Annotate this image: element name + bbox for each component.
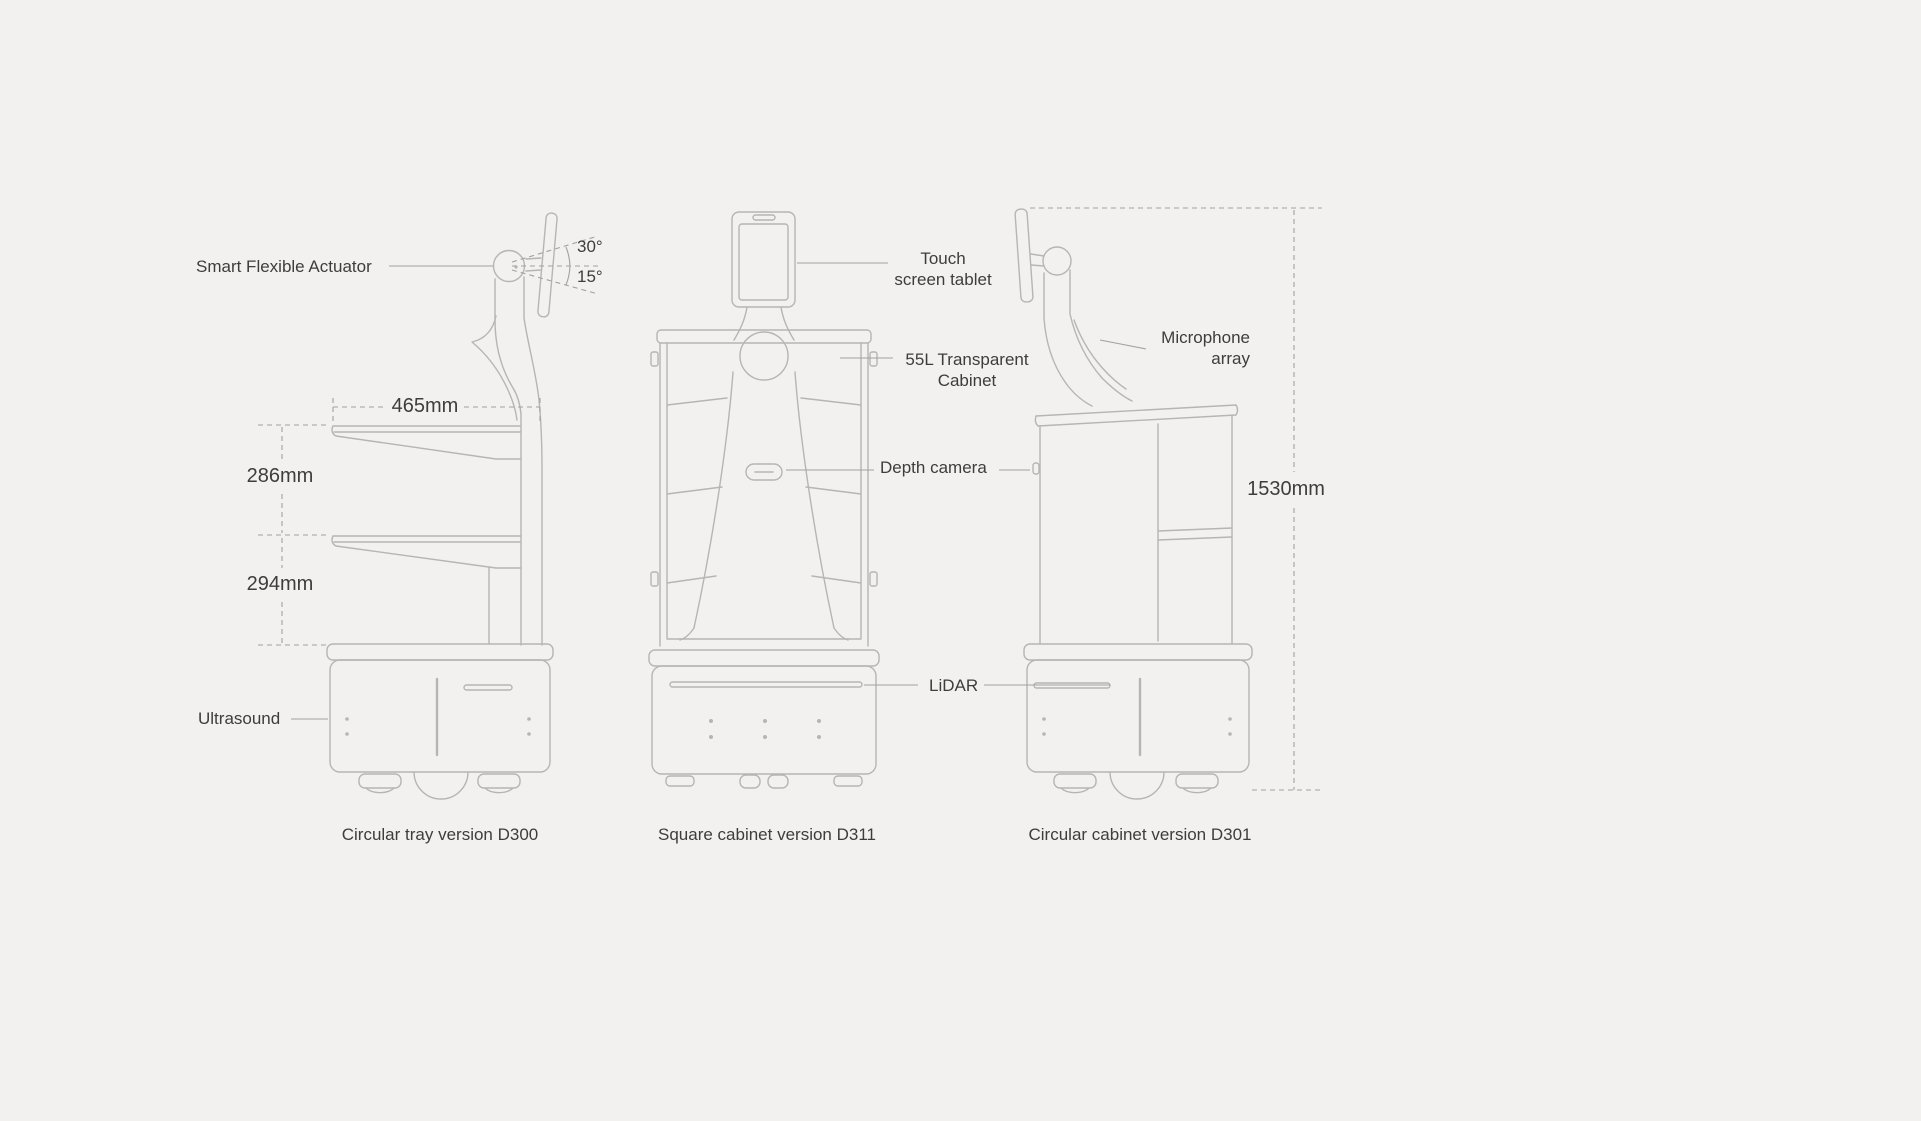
label-lidar: LiDAR: [929, 676, 979, 695]
robot-d301-drawing: [1014, 208, 1253, 800]
label-touch-screen-tablet: Touch screen tablet: [890, 249, 996, 290]
label-tilt-down-angle: 15°: [577, 267, 603, 286]
dimension-upper-gap: 286mm: [246, 465, 314, 487]
label-transparent-cabinet-line1: 55L Transparent: [905, 350, 1029, 369]
dimension-total-height: 1530mm: [1247, 478, 1325, 500]
caption-d311: Square cabinet version D311: [658, 825, 876, 844]
caption-d301: Circular cabinet version D301: [1028, 825, 1252, 844]
label-transparent-cabinet-line2: Cabinet: [937, 370, 997, 390]
dimension-lines-d300: [258, 398, 541, 646]
label-microphone-array-line1: Microphone: [1161, 328, 1250, 347]
dimension-lines-d301: [1030, 207, 1322, 791]
dimension-tray-width: 465mm: [391, 395, 459, 417]
label-touch-screen-tablet-line1: Touch: [920, 249, 966, 268]
label-microphone-array: Microphone array: [1148, 328, 1250, 369]
tilt-angle-annotation: [511, 235, 599, 295]
label-touch-screen-tablet-line2: screen tablet: [894, 269, 992, 289]
robot-d300-drawing: [326, 212, 558, 800]
robot-d311-drawing: [648, 211, 880, 789]
label-microphone-array-line2: array: [1211, 348, 1250, 368]
dimension-lower-gap: 294mm: [246, 573, 314, 595]
caption-d300: Circular tray version D300: [341, 825, 539, 844]
label-smart-flexible-actuator: Smart Flexible Actuator: [196, 257, 372, 276]
label-tilt-up-angle: 30°: [577, 237, 603, 256]
label-transparent-cabinet: 55L Transparent Cabinet: [895, 350, 1039, 391]
label-ultrasound: Ultrasound: [198, 709, 281, 728]
label-depth-camera: Depth camera: [880, 458, 987, 477]
leader-lines: [291, 262, 1147, 720]
